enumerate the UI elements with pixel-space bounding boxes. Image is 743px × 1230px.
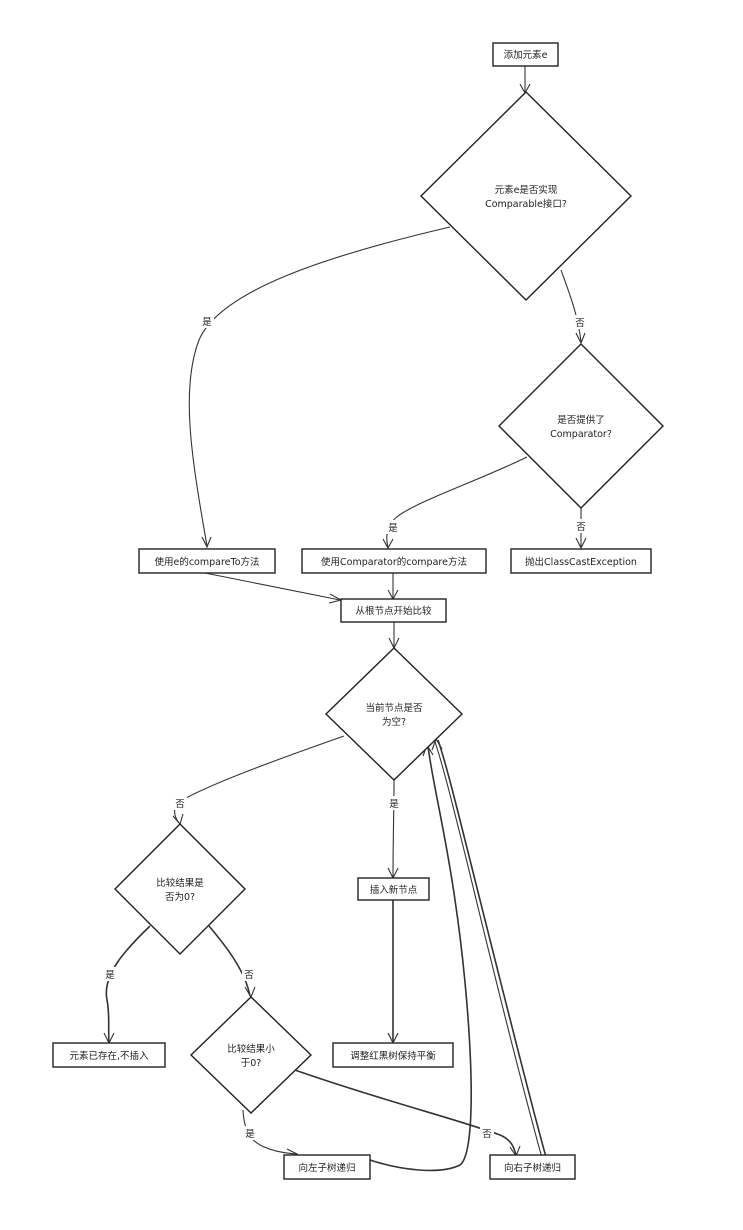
decision-provides-comparator: 是否提供了 Comparator? bbox=[498, 343, 664, 509]
label-empty-no: 否 bbox=[175, 799, 185, 810]
edge-labels: 是 否 是 否 否 是 是 否 是 否 bbox=[103, 314, 588, 1140]
label-empty-yes: 是 bbox=[389, 799, 399, 810]
edge-left-loop-back bbox=[369, 745, 472, 1172]
label-comparable-yes: 是 bbox=[202, 317, 212, 328]
node-element-exists: 元素已存在,不插入 bbox=[52, 1042, 166, 1068]
edge-zero-no bbox=[208, 925, 251, 997]
node-rebalance: 调整红黑树保持平衡 bbox=[332, 1042, 454, 1068]
decision-compare-result-zero-line1: 比较结果是 bbox=[156, 877, 204, 889]
node-add-element-label: 添加元素e bbox=[504, 49, 548, 61]
edge-comparable-yes bbox=[188, 226, 451, 547]
node-recurse-left: 向左子树递归 bbox=[283, 1154, 371, 1180]
label-less-no: 否 bbox=[482, 1129, 492, 1140]
edge-empty-no bbox=[174, 735, 345, 824]
edge-zero-yes bbox=[105, 925, 151, 1043]
decision-provides-comparator-line2: Comparator? bbox=[550, 429, 612, 440]
arrowhead bbox=[201, 536, 212, 549]
edge-comparable-no bbox=[560, 269, 582, 343]
edge-compareto-to-start bbox=[204, 572, 341, 601]
nodes: 添加元素e 元素e是否实现 Comparable接口? 是否提供了 Compar… bbox=[52, 42, 664, 1180]
node-throw-exception: 抛出ClassCastException bbox=[510, 548, 652, 574]
node-use-comparator-label: 使用Comparator的compare方法 bbox=[321, 556, 467, 568]
arrowhead bbox=[244, 986, 256, 999]
edge-right-loop-back-2 bbox=[434, 741, 543, 1159]
decision-current-node-empty-line2: 为空? bbox=[382, 716, 406, 728]
node-recurse-left-label: 向左子树递归 bbox=[298, 1162, 355, 1174]
decision-implements-comparable-line1: 元素e是否实现 bbox=[495, 184, 558, 196]
label-less-yes: 是 bbox=[245, 1129, 255, 1140]
decision-compare-result-zero: 比较结果是 否为0? bbox=[114, 823, 246, 955]
decision-compare-result-less-line1: 比较结果小 bbox=[227, 1043, 275, 1055]
node-use-comparator: 使用Comparator的compare方法 bbox=[301, 548, 487, 574]
node-use-compareto-label: 使用e的compareTo方法 bbox=[154, 556, 259, 568]
decision-current-node-empty-line1: 当前节点是否 bbox=[365, 702, 423, 714]
edge-less-yes bbox=[242, 1109, 297, 1155]
edge-right-loop-back bbox=[437, 739, 547, 1158]
edge-comparator-yes bbox=[386, 456, 528, 548]
decision-compare-result-less: 比较结果小 于0? bbox=[189, 996, 313, 1114]
decision-compare-result-less-line2: 于0? bbox=[241, 1058, 262, 1069]
label-zero-yes: 是 bbox=[105, 970, 115, 981]
arrowhead bbox=[382, 538, 394, 550]
label-comparable-no: 否 bbox=[575, 318, 585, 329]
node-add-element: 添加元素e bbox=[492, 42, 559, 67]
edge-less-no bbox=[291, 1068, 517, 1156]
decision-provides-comparator-line1: 是否提供了 bbox=[557, 414, 605, 426]
node-insert-new-node: 插入新节点 bbox=[357, 877, 430, 901]
decision-implements-comparable-line2: Comparable接口? bbox=[485, 198, 567, 210]
node-element-exists-label: 元素已存在,不插入 bbox=[69, 1050, 149, 1062]
node-start-from-root-label: 从根节点开始比较 bbox=[355, 605, 432, 617]
edges bbox=[103, 66, 587, 1172]
node-use-compareto: 使用e的compareTo方法 bbox=[138, 548, 276, 574]
label-comparator-no: 否 bbox=[576, 522, 586, 533]
decision-current-node-empty: 当前节点是否 为空? bbox=[324, 647, 464, 781]
arrowhead bbox=[172, 813, 184, 826]
label-comparator-yes: 是 bbox=[388, 523, 398, 534]
node-recurse-right: 向右子树递归 bbox=[489, 1154, 576, 1180]
node-throw-exception-label: 抛出ClassCastException bbox=[525, 556, 637, 568]
node-rebalance-label: 调整红黑树保持平衡 bbox=[350, 1050, 436, 1062]
node-start-from-root: 从根节点开始比较 bbox=[340, 598, 447, 623]
label-zero-no: 否 bbox=[244, 970, 254, 981]
arrowhead bbox=[575, 537, 587, 550]
edge-empty-yes bbox=[392, 779, 395, 878]
decision-implements-comparable: 元素e是否实现 Comparable接口? bbox=[420, 91, 632, 301]
node-recurse-right-label: 向右子树递归 bbox=[504, 1162, 561, 1174]
node-insert-new-node-label: 插入新节点 bbox=[370, 884, 418, 896]
arrowhead bbox=[575, 332, 586, 345]
decision-compare-result-zero-line2: 否为0? bbox=[165, 891, 195, 903]
